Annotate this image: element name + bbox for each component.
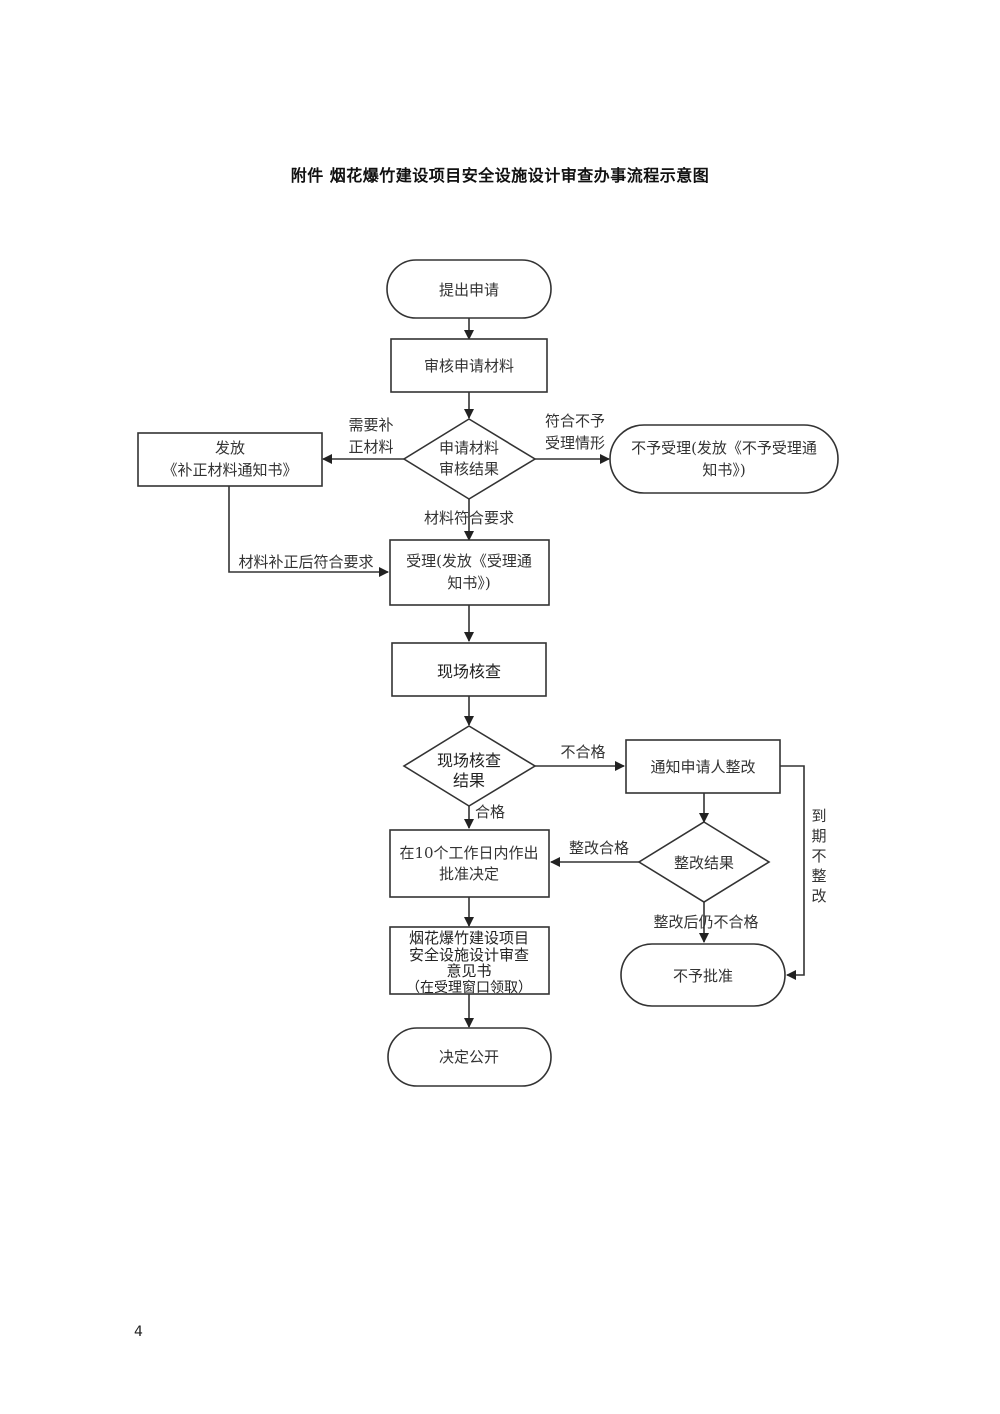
node-site-check: 现场核查 <box>391 642 547 697</box>
node-rectify-result-decision: 整改结果 <box>637 821 771 903</box>
node-opinion-letter-line3: 意见书 <box>446 962 491 980</box>
node-not-accepted-line2: 知书》) <box>702 461 745 479</box>
node-review-result-line2: 审核结果 <box>439 460 499 478</box>
label-unqualified: 不合格 <box>560 743 605 761</box>
node-start: 提出申请 <box>386 259 552 319</box>
node-accepted-line1: 受理(发放《受理通 <box>406 552 532 570</box>
node-publish: 决定公开 <box>387 1027 552 1087</box>
label-corrected-meets: 材料补正后符合要求 <box>238 553 373 571</box>
page-number: 4 <box>134 1324 143 1340</box>
label-still-unqualified: 整改后仍不合格 <box>653 913 758 931</box>
node-review-materials-label: 审核申请材料 <box>424 357 514 375</box>
node-start-label: 提出申请 <box>439 281 499 299</box>
connectors <box>228 318 805 1028</box>
label-rectified-ok: 整改合格 <box>569 839 629 857</box>
node-issue-correction-line2: 《补正材料通知书》 <box>162 461 297 479</box>
label-qualified: 合格 <box>475 803 505 821</box>
label-overdue-char3: 不 <box>811 847 826 865</box>
page-title: 附件 烟花爆竹建设项目安全设施设计审查办事流程示意图 <box>290 166 710 185</box>
node-issue-correction: 发放 《补正材料通知书》 <box>137 432 323 487</box>
node-not-approved-label: 不予批准 <box>673 967 733 985</box>
node-site-result-decision: 现场核查 结果 <box>402 725 537 807</box>
node-opinion-letter-line4: （在受理窗口领取） <box>406 979 532 996</box>
node-review-result-decision: 申请材料 审核结果 <box>402 418 537 500</box>
node-not-accepted-line1: 不予受理(发放《不予受理通 <box>631 439 817 457</box>
label-meets-requirements: 材料符合要求 <box>424 509 514 527</box>
node-rectify-result-label: 整改结果 <box>674 854 734 872</box>
edge-labels: 需要补 正材料 符合不予 受理情形 材料符合要求 材料补正后符合要求 不合格 合… <box>238 412 826 931</box>
node-issue-correction-line1: 发放 <box>215 439 245 457</box>
node-accepted: 受理(发放《受理通 知书》) <box>389 539 550 606</box>
label-overdue-char1: 到 <box>811 807 826 825</box>
node-site-check-label: 现场核查 <box>437 662 501 681</box>
edge-corrected-meets <box>228 486 389 577</box>
node-review-materials: 审核申请材料 <box>390 338 548 393</box>
edge-overdue <box>780 765 805 980</box>
node-not-approved: 不予批准 <box>620 943 786 1007</box>
node-review-result-line1: 申请材料 <box>439 439 499 457</box>
label-overdue-char5: 改 <box>811 887 826 905</box>
node-decision: 在10个工作日内作出 批准决定 <box>389 829 550 898</box>
label-need-correction-line1: 需要补 <box>348 416 393 434</box>
label-need-correction-line2: 正材料 <box>348 438 393 456</box>
label-overdue-char4: 整 <box>811 867 826 885</box>
node-opinion-letter-line1: 烟花爆竹建设项目 <box>409 929 529 947</box>
label-refuse-line1: 符合不予 <box>545 412 605 430</box>
node-opinion-letter-line2: 安全设施设计审查 <box>409 946 529 964</box>
node-site-result-line1: 现场核查 <box>437 751 501 770</box>
label-refuse-line2: 受理情形 <box>545 434 605 452</box>
node-decision-line1: 在10个工作日内作出 <box>399 844 538 862</box>
node-not-accepted: 不予受理(发放《不予受理通 知书》) <box>609 424 839 494</box>
node-accepted-line1: 知书》) <box>447 574 490 592</box>
node-decision-line2: 批准决定 <box>439 865 499 883</box>
node-opinion-letter: 烟花爆竹建设项目 安全设施设计审查 意见书 （在受理窗口领取） <box>389 926 550 996</box>
node-notify-rectify: 通知申请人整改 <box>625 739 781 794</box>
node-site-result-line2: 结果 <box>453 771 485 790</box>
node-publish-label: 决定公开 <box>439 1048 499 1066</box>
node-notify-rectify-label: 通知申请人整改 <box>650 758 755 776</box>
label-overdue-char2: 期 <box>811 827 826 845</box>
